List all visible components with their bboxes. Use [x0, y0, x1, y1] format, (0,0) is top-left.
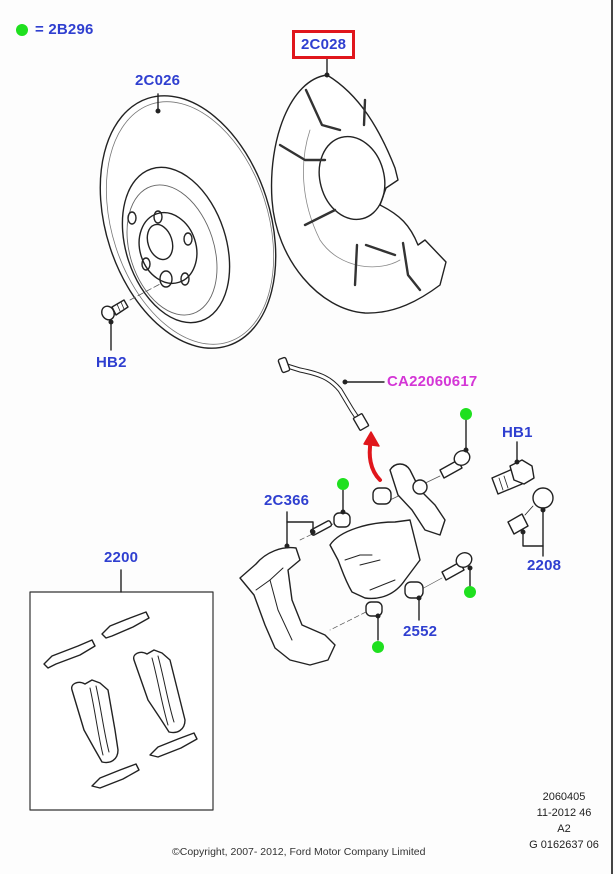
callout-2C366[interactable]: 2C366 — [264, 492, 310, 509]
bleed-valve[interactable] — [507, 487, 554, 535]
disc-screw[interactable] — [99, 299, 129, 322]
right-border-line — [611, 0, 613, 874]
pad-clip[interactable] — [43, 611, 198, 789]
green-marker-icon — [464, 586, 476, 598]
legend-text: = 2B296 — [35, 21, 94, 38]
caliper-mount-bolt[interactable] — [491, 459, 535, 495]
copyright-notice: ©Copyright, 2007- 2012, Ford Motor Compa… — [172, 846, 426, 858]
callout-HB1[interactable]: HB1 — [502, 424, 533, 441]
brake-pad-right[interactable] — [133, 649, 186, 734]
drawing-info-block: 2060405 11-2012 46 A2 G 0162637 06 — [518, 789, 610, 853]
callout-2208[interactable]: 2208 — [527, 557, 562, 574]
assembly-line — [129, 283, 161, 301]
brake-caliper[interactable] — [329, 463, 446, 617]
drawing-reference: G 0162637 06 — [529, 839, 599, 851]
brake-disc[interactable] — [70, 73, 306, 371]
green-marker-icon — [460, 408, 472, 420]
callout-2C026[interactable]: 2C026 — [135, 72, 181, 89]
dust-shield[interactable] — [270, 74, 447, 314]
drawing-sheet: A2 — [557, 823, 571, 835]
callout-2200[interactable]: 2200 — [104, 549, 139, 566]
drawing-number: 2060405 — [542, 791, 586, 803]
green-marker-icon — [372, 641, 384, 653]
brake-hose[interactable] — [277, 356, 370, 431]
callout-HB2[interactable]: HB2 — [96, 354, 127, 371]
caliper-carrier[interactable] — [239, 520, 336, 666]
callout-CA22060617[interactable]: CA22060617 — [387, 373, 478, 390]
drawing-date: 11-2012 46 — [536, 807, 592, 819]
brake-pad-left[interactable] — [71, 679, 119, 764]
green-marker-icon — [337, 478, 349, 490]
legend-green-dot-icon — [16, 24, 28, 36]
leader-line-2C366 — [286, 511, 314, 533]
callout-2C028-highlighted[interactable]: 2C028 — [292, 30, 356, 59]
caliper-bolt-upper[interactable] — [439, 448, 472, 479]
callout-2552[interactable]: 2552 — [403, 623, 438, 640]
caliper-bolt-lower[interactable] — [441, 550, 474, 581]
red-arrow — [363, 431, 382, 482]
